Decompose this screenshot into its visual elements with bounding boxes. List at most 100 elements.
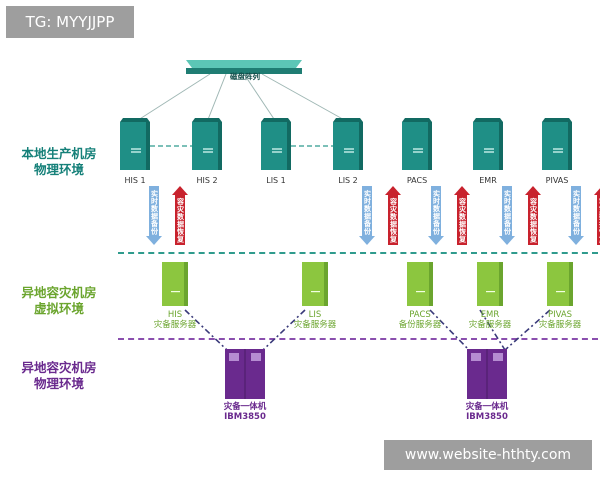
prod-server-6-body xyxy=(473,122,503,170)
phys-server-2-panel-2 xyxy=(493,353,503,361)
prod-server-4-slot-2 xyxy=(344,151,354,153)
phys-server-1 xyxy=(225,349,265,399)
prod-server-label-3: LIS 1 xyxy=(266,176,286,185)
prod-server-1 xyxy=(120,118,150,170)
virt-server-1-slot xyxy=(171,291,180,293)
backup-arrow-label-2: 实时数据备份 xyxy=(363,190,372,235)
virt-server-role-5: 灾备服务器 xyxy=(538,320,582,330)
recover-arrow-4 xyxy=(528,195,538,245)
backup-arrow-4 xyxy=(502,186,512,236)
storage-array-label: 磁盘阵列 xyxy=(230,72,260,81)
virt-server-2-slot xyxy=(311,291,320,293)
zone-label-production-text: 本地生产机房 物理环境 xyxy=(21,146,97,177)
zone-label-virtual-text: 异地容灾机房 虚拟环境 xyxy=(21,285,97,316)
virt-server-role-2: 灾备服务器 xyxy=(293,320,337,330)
virt-server-name-4: EMR xyxy=(480,310,500,320)
recover-arrowhead-1 xyxy=(172,186,188,195)
storage-link-3 xyxy=(243,73,277,123)
prod-server-7-slot-1 xyxy=(553,148,563,150)
backup-arrow-2 xyxy=(362,186,372,236)
tg-tag: TG: MYYJJPP xyxy=(6,6,134,38)
virt-server-2-body xyxy=(302,262,328,306)
prod-server-4-top xyxy=(333,118,363,122)
prod-server-7-top xyxy=(542,118,572,122)
backup-arrow-label-1: 实时数据备份 xyxy=(150,190,159,235)
virt-server-4 xyxy=(477,262,503,306)
virt-server-3 xyxy=(407,262,433,306)
prod-server-1-body xyxy=(120,122,150,170)
virt-server-name-1: HIS xyxy=(167,310,183,320)
prod-server-5-body xyxy=(402,122,432,170)
backup-arrowhead-5 xyxy=(568,236,584,245)
prod-server-5-slot-1 xyxy=(413,148,423,150)
phys-server-line1-2: 灾备一体机 xyxy=(465,402,509,412)
node-layer xyxy=(120,60,600,399)
prod-server-7-body xyxy=(542,122,572,170)
virt-server-5-body xyxy=(547,262,573,306)
virt-server-3-side xyxy=(429,262,433,306)
virt-server-role-4: 灾备服务器 xyxy=(468,320,512,330)
replication-link-3 xyxy=(429,309,470,351)
virt-server-name-5: PIVAS xyxy=(547,310,573,320)
prod-server-label-6: EMR xyxy=(479,176,497,185)
recover-arrowhead-3 xyxy=(454,186,470,195)
phys-server-2-panel-1 xyxy=(471,353,481,361)
prod-server-6-side xyxy=(499,122,503,170)
prod-server-3-slot-2 xyxy=(272,151,282,153)
backup-arrow-5 xyxy=(571,186,581,236)
prod-server-3 xyxy=(261,118,291,170)
backup-arrowhead-1 xyxy=(146,236,162,245)
virt-server-1-side xyxy=(184,262,188,306)
recover-arrow-label-3: 容灾数据恢复 xyxy=(458,198,467,243)
backup-arrow-label-3: 实时数据备份 xyxy=(432,190,441,235)
virt-server-4-body xyxy=(477,262,503,306)
virt-server-2-side xyxy=(324,262,328,306)
phys-server-line1-1: 灾备一体机 xyxy=(223,402,267,412)
virt-server-1 xyxy=(162,262,188,306)
prod-server-4-side xyxy=(359,122,363,170)
prod-server-label-1: HIS 1 xyxy=(124,176,146,185)
recover-arrow-label-5: 容灾数据恢复 xyxy=(598,198,600,243)
prod-server-2 xyxy=(192,118,222,170)
virt-server-4-side xyxy=(499,262,503,306)
prod-server-label-5: PACS xyxy=(406,176,428,185)
storage-link-4 xyxy=(261,73,349,123)
backup-arrowhead-3 xyxy=(428,236,444,245)
virt-server-2 xyxy=(302,262,328,306)
prod-server-6-slot-2 xyxy=(484,151,494,153)
phys-server-2 xyxy=(467,349,507,399)
prod-server-7-slot-2 xyxy=(553,151,563,153)
backup-arrow-label-5: 实时数据备份 xyxy=(572,190,581,235)
prod-server-1-slot-2 xyxy=(131,151,141,153)
prod-server-4-slot-1 xyxy=(344,148,354,150)
recover-arrowhead-4 xyxy=(525,186,541,195)
prod-server-6-slot-1 xyxy=(484,148,494,150)
prod-server-1-side xyxy=(146,122,150,170)
virt-server-3-body xyxy=(407,262,433,306)
backup-arrowhead-2 xyxy=(359,236,375,245)
virt-server-5-side xyxy=(569,262,573,306)
zone-label-physical-text: 异地容灾机房 物理环境 xyxy=(21,360,97,391)
virt-server-5 xyxy=(547,262,573,306)
prod-server-5-side xyxy=(428,122,432,170)
prod-server-5-slot-2 xyxy=(413,151,423,153)
zone-label-physical: 异地容灾机房 物理环境 xyxy=(2,360,116,392)
prod-server-4 xyxy=(333,118,363,170)
zone-divider-1 xyxy=(118,252,598,254)
prod-server-7-side xyxy=(568,122,572,170)
replication-link-4 xyxy=(479,309,506,351)
prod-server-label-2: HIS 2 xyxy=(196,176,218,185)
prod-server-2-slot-2 xyxy=(203,151,213,153)
prod-server-2-slot-1 xyxy=(203,148,213,150)
replication-link-5 xyxy=(504,309,551,351)
zone-divider-2 xyxy=(118,338,598,340)
prod-server-label-4: LIS 2 xyxy=(338,176,358,185)
prod-server-3-side xyxy=(287,122,291,170)
prod-server-3-body xyxy=(261,122,291,170)
backup-arrow-3 xyxy=(431,186,441,236)
recover-arrowhead-2 xyxy=(385,186,401,195)
virt-server-4-slot xyxy=(486,291,495,293)
prod-server-6-top xyxy=(473,118,503,122)
storage-link-2 xyxy=(206,73,227,123)
prod-server-3-top xyxy=(261,118,291,122)
